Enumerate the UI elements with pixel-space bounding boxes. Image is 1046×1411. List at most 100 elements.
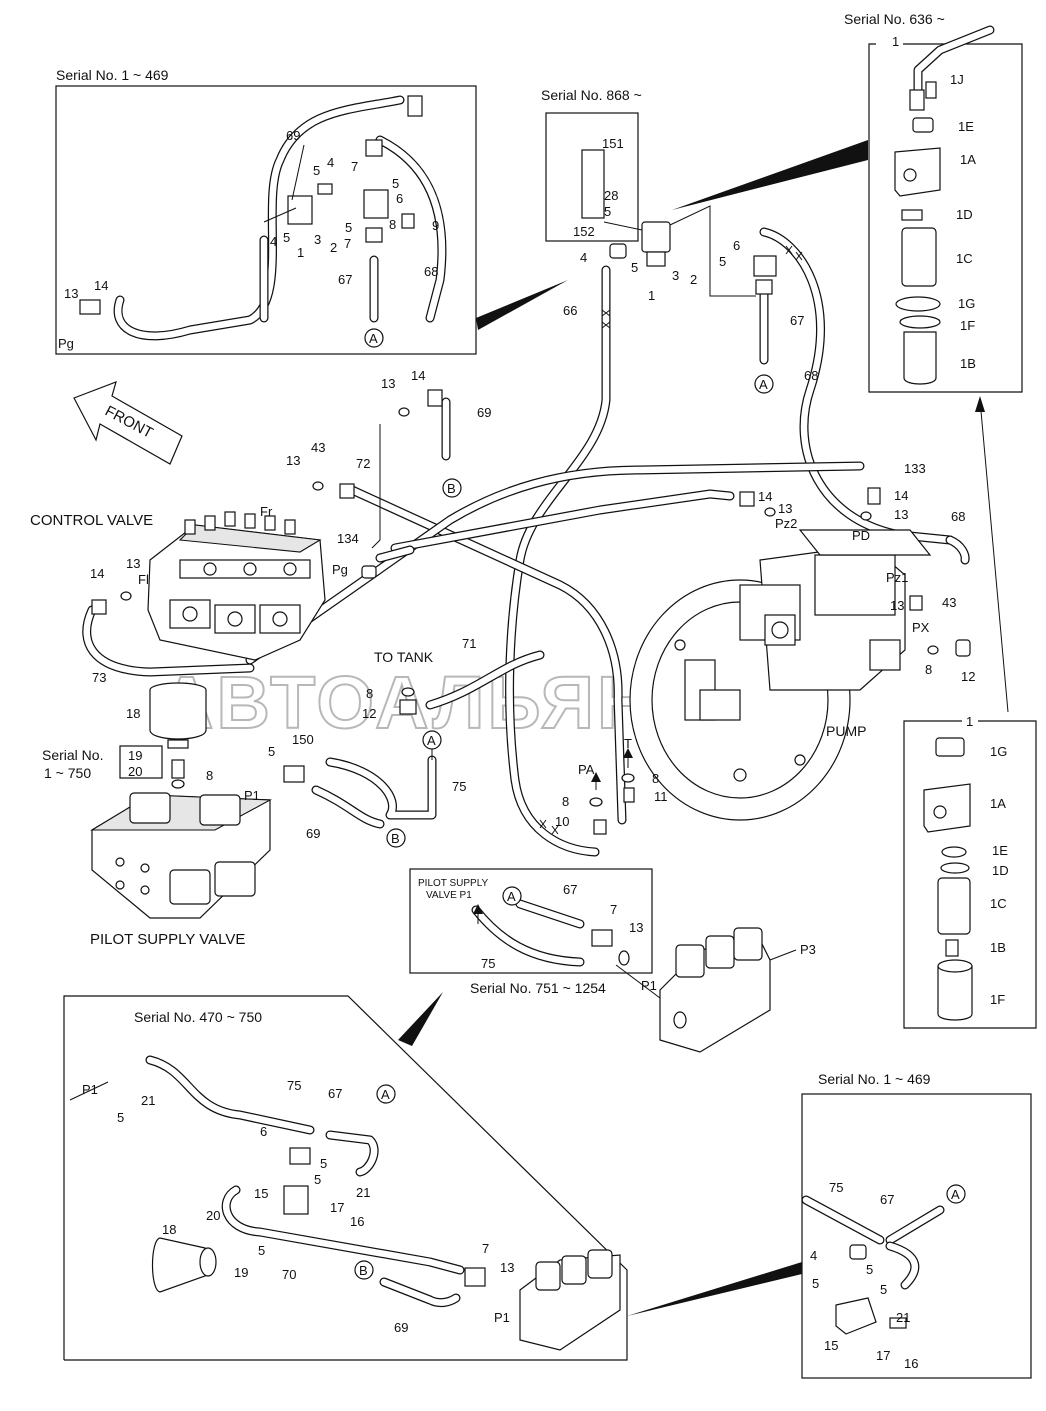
callout-8: 8 [562, 794, 569, 809]
callout-8: 8 [389, 217, 396, 232]
callout-16: 16 [350, 1214, 364, 1229]
pilot-supply-valve-p3 [659, 927, 771, 1053]
callout-10: 10 [555, 814, 569, 829]
port-p1-inset470-left: P1 [82, 1082, 98, 1097]
callout-13: 13 [894, 507, 908, 522]
filter-label-1b: 1B [990, 940, 1006, 955]
filter-label-1c: 1C [956, 251, 973, 266]
callout-15: 15 [254, 1186, 268, 1201]
filter-label-1c: 1C [990, 896, 1007, 911]
leader-wedge [476, 280, 568, 330]
callout-28: 28 [604, 188, 618, 203]
filter-label-1b: 1B [960, 356, 976, 371]
leader-wedge [627, 1262, 802, 1316]
callout-9: 9 [432, 218, 439, 233]
callout-43: 43 [942, 595, 956, 610]
port-p1-inset470-right: P1 [494, 1310, 510, 1325]
callout-5: 5 [314, 1172, 321, 1187]
callout-5: 5 [719, 254, 726, 269]
callout-7: 7 [344, 236, 351, 251]
inset-filter-right [903, 720, 1037, 1029]
serial-label: Serial No. 636 ~ [844, 11, 945, 27]
connector-a-5: A [376, 1084, 396, 1104]
callout-67: 67 [338, 272, 352, 287]
callout-21: 21 [896, 1310, 910, 1325]
leader-line [979, 399, 1009, 713]
port-pg: Pg [332, 562, 348, 577]
inset-bottom-right-contents [801, 1195, 945, 1335]
callout-5: 5 [258, 1243, 265, 1258]
callout-69: 69 [286, 128, 300, 143]
callout-5: 5 [392, 176, 399, 191]
callout-14: 14 [758, 489, 772, 504]
callout-75: 75 [829, 1180, 843, 1195]
filter-label-1g: 1G [990, 744, 1007, 759]
callout-6: 6 [733, 238, 740, 253]
svg-text:A: A [951, 1187, 960, 1202]
svg-text:B: B [359, 1263, 368, 1278]
to-tank-label: TO TANK [374, 649, 434, 665]
flow-arrows [431, 740, 633, 924]
callout-4: 4 [580, 250, 587, 265]
callout-13: 13 [64, 286, 78, 301]
inset-470-750-contents [145, 1055, 621, 1351]
callout-13: 13 [629, 920, 643, 935]
filter-label-1a: 1A [960, 152, 976, 167]
callout-5: 5 [866, 1262, 873, 1277]
filter-label-1e: 1E [992, 843, 1008, 858]
port-t: T [624, 736, 632, 751]
callout-151: 151 [602, 136, 624, 151]
hydraulic-pump [629, 529, 932, 821]
inset-serial-636: Serial No. 636 ~ [844, 11, 1023, 393]
serial-label: Serial No. 868 ~ [541, 87, 642, 103]
callout-3: 3 [314, 232, 321, 247]
callout-8: 8 [206, 768, 213, 783]
port-pd: PD [852, 528, 870, 543]
callout-4: 4 [810, 1248, 817, 1263]
solenoid-assembly-top [581, 149, 777, 297]
callout-16: 16 [904, 1356, 918, 1371]
leader-arrowhead [975, 396, 985, 412]
port-pz1: Pz1 [886, 570, 908, 585]
connector-b-2: B [386, 828, 406, 848]
callout-13: 13 [500, 1260, 514, 1275]
callout-73: 73 [92, 670, 106, 685]
inset-serial-470-750: Serial No. 470 ~ 750 [63, 995, 628, 1361]
callout-7: 7 [351, 159, 358, 174]
callout-20: 20 [128, 764, 142, 779]
callout-13: 13 [286, 453, 300, 468]
port-p1-inset751: P1 [641, 978, 657, 993]
pilot-supply-valve-label: PILOT SUPPLY VALVE [90, 931, 245, 948]
callout-72: 72 [356, 456, 370, 471]
filter-label-1d: 1D [956, 207, 973, 222]
port-p1-main: P1 [244, 788, 260, 803]
serial-1-750-box [119, 745, 163, 779]
port-px: PX [912, 620, 930, 635]
callout-4: 4 [327, 155, 334, 170]
callout-18: 18 [162, 1222, 176, 1237]
serial-label: Serial No. 1 ~ 469 [818, 1071, 931, 1087]
svg-text:B: B [391, 831, 400, 846]
filter-label-1f: 1F [990, 992, 1005, 1007]
callout-5: 5 [604, 204, 611, 219]
callout-13: 13 [778, 501, 792, 516]
callout-18: 18 [126, 706, 140, 721]
control-valve-label: CONTROL VALVE [30, 512, 153, 529]
callout-69: 69 [394, 1320, 408, 1335]
callout-17: 17 [876, 1348, 890, 1363]
callout-2: 2 [690, 272, 697, 287]
callout-67: 67 [880, 1192, 894, 1207]
pilot-supply-valve-main [90, 792, 273, 919]
callout-2: 2 [330, 240, 337, 255]
hose-group-main [82, 227, 970, 857]
callout-134: 134 [337, 531, 359, 546]
fittings-misc [91, 389, 971, 835]
callout-13: 13 [126, 556, 140, 571]
callout-4: 4 [270, 234, 277, 249]
callout-75: 75 [287, 1078, 301, 1093]
callout-75: 75 [481, 956, 495, 971]
connector-a-1: A [364, 328, 384, 348]
tank-filter-18 [149, 682, 207, 749]
inset-serial-868: Serial No. 868 ~ [541, 87, 642, 242]
